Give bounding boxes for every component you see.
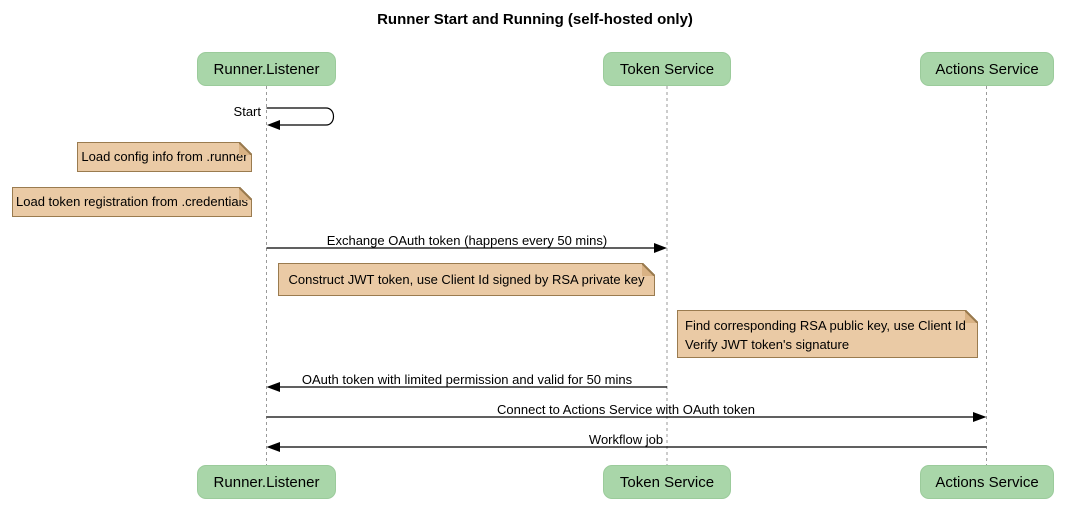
actor-label: Runner.Listener [213, 473, 320, 491]
note-load-config: Load config info from .runner [77, 142, 252, 172]
message-label-workflow-job: Workflow job [588, 432, 664, 447]
actor-top-token-service: Token Service [603, 52, 731, 86]
actor-bottom-token-service: Token Service [603, 465, 731, 499]
actor-label: Actions Service [935, 473, 1039, 491]
note-verify-jwt: Find corresponding RSA public key, use C… [677, 310, 978, 358]
note-text: Load token registration from .credential… [16, 194, 248, 209]
note-construct-jwt: Construct JWT token, use Client Id signe… [278, 263, 655, 296]
arrow-connect [266, 412, 987, 422]
actor-label: Actions Service [935, 60, 1039, 78]
note-text: Load config info from .runner [81, 149, 248, 164]
note-text-line-2: Verify JWT token's signature [685, 337, 850, 352]
arrow-oauth-return [266, 382, 667, 392]
arrow-exchange-token [266, 243, 667, 253]
actor-label: Runner.Listener [213, 60, 320, 78]
message-label-connect: Connect to Actions Service with OAuth to… [497, 402, 755, 417]
note-text-line-1: Find corresponding RSA public key, use C… [685, 318, 966, 333]
message-label-exchange-token: Exchange OAuth token (happens every 50 m… [326, 233, 608, 248]
actor-bottom-actions-service: Actions Service [920, 465, 1054, 499]
diagram-title: Runner Start and Running (self-hosted on… [377, 11, 693, 28]
message-label-start: Start [233, 104, 261, 119]
actor-bottom-runner-listener: Runner.Listener [197, 465, 336, 499]
actor-top-actions-service: Actions Service [920, 52, 1054, 86]
arrow-start-self-loop [266, 107, 335, 130]
note-load-credentials: Load token registration from .credential… [12, 187, 252, 217]
actor-top-runner-listener: Runner.Listener [197, 52, 336, 86]
actor-label: Token Service [619, 60, 715, 78]
note-text: Construct JWT token, use Client Id signe… [288, 272, 645, 287]
actor-label: Token Service [619, 473, 715, 491]
message-label-oauth-return: OAuth token with limited permission and … [301, 372, 633, 387]
arrow-workflow-job [266, 442, 987, 452]
